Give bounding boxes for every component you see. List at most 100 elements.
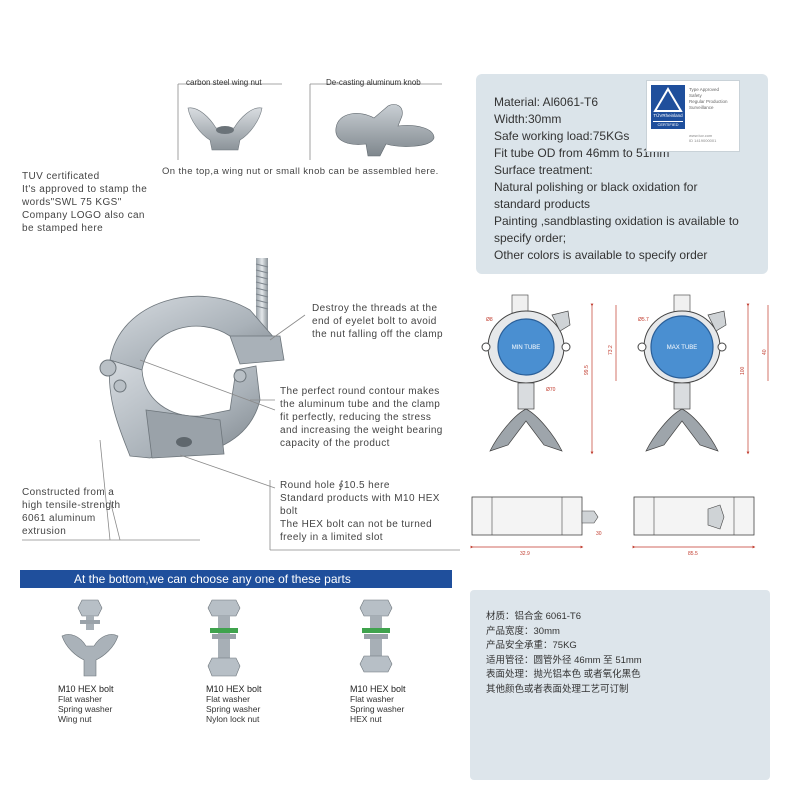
callout-line: The HEX bolt can not be turned <box>280 519 433 530</box>
dim-label: 40 <box>762 349 768 355</box>
tuv-note-line: words"SWL 75 KGS" <box>22 197 122 208</box>
part-line: Flat washer <box>350 694 394 704</box>
tuv-note-line: be stamped here <box>22 223 104 234</box>
tuv-note-line: It's approved to stamp the <box>22 184 148 195</box>
chinese-spec-lines: 材质：铝合金 6061-T6 产品宽度：30mm 产品安全承重：75KG 适用管… <box>486 610 642 697</box>
tuv-stamp: CERTIFIED <box>653 121 683 127</box>
callout-line: fit perfectly, reducing the stress <box>280 412 432 423</box>
spec-line: Safe working load:75KGs <box>494 129 630 143</box>
tuv-certificate: TÜVRheinland CERTIFIED Type Approved Saf… <box>646 80 740 152</box>
part-line: M10 HEX bolt <box>350 684 406 694</box>
callout-line: Round hole ∮10.5 here <box>280 480 390 491</box>
tuv-triangle-icon <box>653 87 683 112</box>
part-line: M10 HEX bolt <box>206 684 262 694</box>
tube-label-max: MAX TUBE <box>667 345 698 351</box>
part-line: Spring washer <box>58 704 113 714</box>
callout-line: Standard products with M10 HEX <box>280 493 440 504</box>
callout-line: end of eyelet bolt to avoid <box>312 316 437 327</box>
drawing-min-tube: MIN TUBE 99.5 73.2 Ø8 Ø70 <box>481 294 617 455</box>
callout-line: and increasing the weight bearing <box>280 425 443 436</box>
leader-lines <box>22 314 460 551</box>
part-line: Wing nut <box>58 714 92 724</box>
cn-spec-line: 材质：铝合金 6061-T6 <box>486 611 582 622</box>
spec-line: Fit tube OD from 46mm to 51mm <box>494 146 670 160</box>
wing-nut-label: carbon steel wing nut <box>186 78 262 87</box>
spec-line: Surface treatment: <box>494 163 593 177</box>
callout-line: capacity of the product <box>280 438 390 449</box>
callout-line: The perfect round contour makes <box>280 386 440 397</box>
dim-label: Ø8 <box>486 317 493 323</box>
dim-label: 30 <box>596 531 602 537</box>
dim-label: 99.5 <box>584 365 590 375</box>
spec-lines: Material: Al6061-T6 Width:30mm Safe work… <box>494 94 739 264</box>
callout-line: Destroy the threads at the <box>312 303 438 314</box>
top-parts-frame <box>160 70 450 162</box>
tuv-brand: TÜVRheinland <box>653 113 683 118</box>
cert-footer-line: www.tuv.com <box>689 133 713 138</box>
callout-line: extrusion <box>22 526 67 537</box>
tuv-logo: TÜVRheinland CERTIFIED <box>651 85 685 129</box>
spec-line: standard products <box>494 197 591 211</box>
tuv-note-line: TUV certificated <box>22 171 100 182</box>
dim-label: 85.5 <box>688 551 698 557</box>
top-parts-caption: On the top,a wing nut or small knob can … <box>162 166 439 177</box>
bottom-parts-banner: At the bottom,we can choose any one of t… <box>20 570 452 588</box>
hex-nut-assembly-image <box>359 599 393 673</box>
tuv-cert-footer: www.tuv.com ID 1419000001 <box>689 133 716 143</box>
dim-label: Ø5.7 <box>638 317 649 323</box>
cert-footer-line: ID 1419000001 <box>689 138 717 143</box>
spec-line: Painting ,sandblasting oxidation is avai… <box>494 214 739 228</box>
wing-nut-assembly-image <box>61 599 119 677</box>
callout-line: freely in a limited slot <box>280 532 383 543</box>
cn-spec-line: 产品宽度：30mm <box>486 625 560 637</box>
callout-line: 6061 aluminum <box>22 513 96 524</box>
callout-line: high tensile-strength <box>22 500 121 511</box>
drawing-max-tube: MAX TUBE 100 40 Ø5.7 <box>637 294 769 455</box>
part-label-hex-nut: M10 HEX bolt Flat washer Spring washer H… <box>350 684 406 724</box>
top-parts-frame-lines <box>177 83 442 160</box>
cert-line: Surveillance <box>689 105 714 110</box>
spec-line: Material: Al6061-T6 <box>494 95 599 109</box>
part-line: Flat washer <box>206 694 250 704</box>
callout-round-hole: Round hole ∮10.5 here Standard products … <box>280 479 440 544</box>
tuv-cert-text: Type Approved Safety Regular Production … <box>689 87 728 111</box>
cert-line: Safety <box>689 93 702 98</box>
tuv-note: TUV certificated It's approved to stamp … <box>22 170 162 235</box>
callout-round-contour: The perfect round contour makes the alum… <box>280 385 443 450</box>
nylon-lock-nut-assembly-image <box>207 599 241 677</box>
side-view-2: 85.5 <box>632 496 756 557</box>
callout-destroy-threads: Destroy the threads at the end of eyelet… <box>312 302 443 341</box>
part-label-nylon-lock-nut: M10 HEX bolt Flat washer Spring washer N… <box>206 684 262 724</box>
clamp-image <box>99 258 285 459</box>
knob-label: De-casting aluminum knob <box>326 78 421 87</box>
part-label-wing-nut: M10 HEX bolt Flat washer Spring washer W… <box>58 684 114 724</box>
part-line: Spring washer <box>350 704 405 714</box>
part-line: HEX nut <box>350 714 382 724</box>
dim-label: Ø70 <box>546 387 556 393</box>
side-view-1: 32.9 30 <box>470 496 602 557</box>
cn-spec-line: 适用管径：圆管外径 46mm 至 51mm <box>486 654 642 666</box>
callout-line: the aluminum tube and the clamp <box>280 399 441 410</box>
tuv-note-line: Company LOGO also can <box>22 210 145 221</box>
callout-construction: Constructed from a high tensile-strength… <box>22 486 120 538</box>
tube-label-min: MIN TUBE <box>512 345 541 351</box>
knob-image <box>335 104 435 157</box>
part-line: Flat washer <box>58 694 102 704</box>
callout-line: the nut falling off the clamp <box>312 329 443 340</box>
callout-line: bolt <box>280 506 298 517</box>
spec-line: Natural polishing or black oxidation for <box>494 180 698 194</box>
wing-nut-image <box>187 107 263 151</box>
cn-spec-line: 产品安全承重：75KG <box>486 640 577 651</box>
spec-line: Width:30mm <box>494 112 562 126</box>
dim-label: 100 <box>740 366 746 375</box>
cert-line: Regular Production <box>689 99 728 104</box>
callout-line: Constructed from a <box>22 487 115 498</box>
part-line: M10 HEX bolt <box>58 684 114 694</box>
chinese-spec-box <box>470 590 770 780</box>
technical-drawings: MIN TUBE 99.5 73.2 Ø8 Ø70 MAX TUBE 100 4… <box>470 294 769 557</box>
part-line: Spring washer <box>206 704 261 714</box>
dim-label: 73.2 <box>608 345 614 355</box>
cert-line: Type Approved <box>689 87 720 92</box>
cn-spec-line: 其他颜色或者表面处理工艺可订制 <box>486 683 629 695</box>
cn-spec-line: 表面处理：抛光铝本色 或者氧化黑色 <box>486 669 641 680</box>
